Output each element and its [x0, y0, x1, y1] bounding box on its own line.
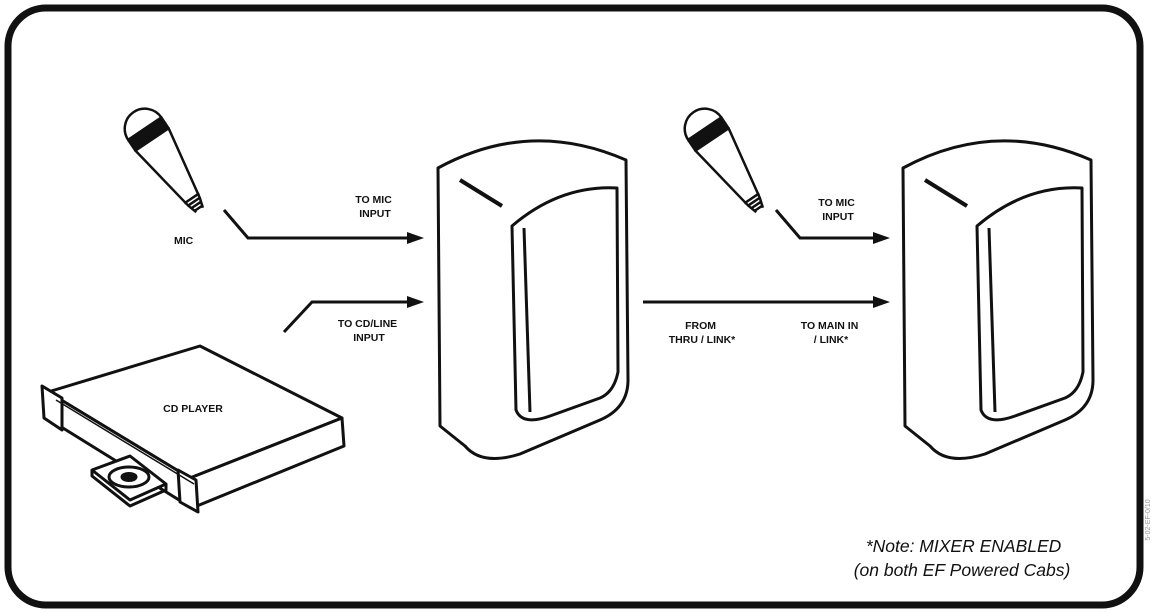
label-from-thru-link: FROM THRU / LINK*	[669, 320, 736, 346]
cd-player-device	[40, 344, 346, 514]
arrow-to-mic-input-1	[407, 232, 424, 244]
side-code: 5-02-EF-0/10	[1145, 499, 1152, 540]
arrow-to-main-in	[873, 296, 890, 308]
microphone-2-icon	[683, 107, 765, 214]
label-to-mic-input-1: TO MIC INPUT	[355, 194, 394, 220]
label-to-mic-input-2: TO MIC INPUT	[818, 197, 857, 223]
cd-line-cable	[282, 300, 410, 334]
label-to-main-in-link: TO MAIN IN / LINK*	[801, 320, 861, 346]
mic-2-cable	[774, 209, 876, 240]
label-mic: MIC	[174, 235, 194, 247]
label-to-cd-line-input: TO CD/LINE INPUT	[338, 318, 400, 344]
label-cd-player: CD PLAYER	[163, 403, 223, 415]
note-text: *Note: MIXER ENABLED (on both EF Powered…	[854, 536, 1071, 580]
speaker-2-cabinet	[901, 139, 1095, 460]
speaker-1-cabinet	[436, 139, 630, 460]
mic-1-cable	[222, 209, 410, 240]
arrow-to-cd-line-input	[407, 296, 424, 308]
arrow-to-mic-input-2	[873, 232, 890, 244]
microphone-1-icon	[123, 107, 205, 214]
